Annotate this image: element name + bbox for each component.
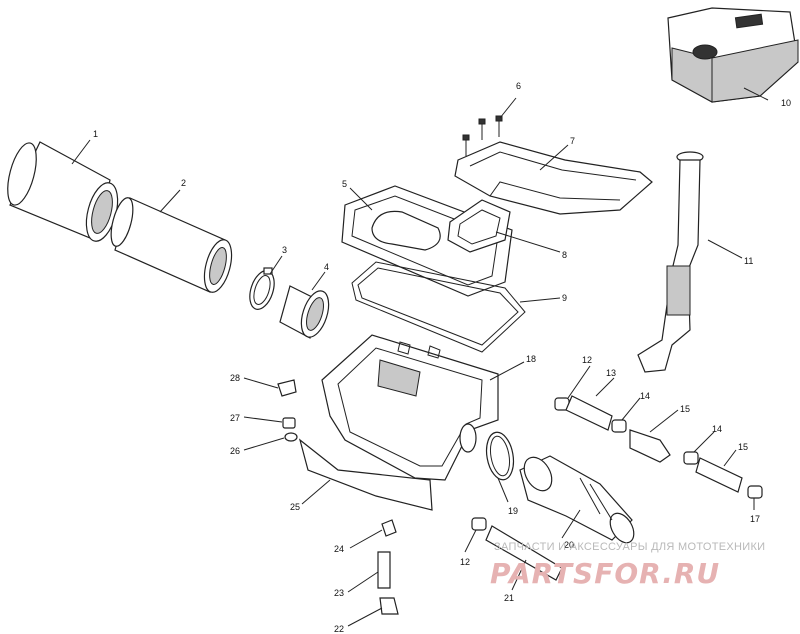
part-8-frame (447, 199, 511, 253)
callout-2: 2 (181, 178, 186, 188)
callout-3: 3 (282, 245, 287, 255)
part-26-washer (284, 432, 298, 442)
callout-28: 28 (230, 373, 240, 383)
callout-5: 5 (342, 179, 347, 189)
part-25-plate (298, 438, 433, 511)
part-19-ring (485, 431, 515, 481)
callout-9: 9 (562, 293, 567, 303)
watermark: ЗАПЧАСТИ И АКСЕССУАРЫ ДЛЯ МОТОТЕХНИКИ PA… (490, 541, 765, 590)
callout-4: 4 (324, 262, 329, 272)
callout-15-lower: 15 (738, 442, 748, 452)
part-22-plug (379, 597, 399, 615)
part-11-intake-tube (637, 151, 704, 373)
callout-20: 20 (564, 540, 574, 550)
leader-lines (71, 87, 769, 627)
part-20-boot (519, 455, 635, 544)
callout-6: 6 (516, 81, 521, 91)
callout-12-upper: 12 (582, 355, 592, 365)
callout-1: 1 (93, 129, 98, 139)
part-21-hose (485, 525, 563, 581)
callout-22: 22 (334, 624, 344, 634)
part-10-silencer (667, 7, 799, 103)
part-6-screws (462, 115, 503, 156)
part-15-hose (695, 457, 743, 493)
callout-15-upper: 15 (680, 404, 690, 414)
callout-14-upper: 14 (640, 391, 650, 401)
callout-25: 25 (290, 502, 300, 512)
callout-21: 21 (504, 593, 514, 603)
part-23-tube (377, 551, 391, 589)
callout-labels: 1 2 3 4 5 6 7 8 9 10 11 18 12 13 14 15 1… (93, 81, 791, 634)
part-18-airbox (321, 334, 499, 481)
callout-27: 27 (230, 413, 240, 423)
hose-assembly-upper (554, 395, 763, 499)
part-15-fitting (629, 429, 671, 463)
part-1-prefilter (7, 141, 119, 242)
part-27-fastener (282, 417, 296, 429)
callout-10: 10 (781, 98, 791, 108)
watermark-tagline: ЗАПЧАСТИ И АКСЕССУАРЫ ДЛЯ МОТОТЕХНИКИ (494, 541, 765, 553)
part-3-clamp (249, 267, 275, 310)
part-7-cover (454, 141, 653, 215)
callout-17: 17 (750, 514, 760, 524)
drain-hardware (277, 379, 399, 615)
callout-26: 26 (230, 446, 240, 456)
callout-14-lower: 14 (712, 424, 722, 434)
callout-23: 23 (334, 588, 344, 598)
part-2-filter-element (110, 197, 233, 293)
watermark-logo: PARTSFOR.RU (490, 557, 720, 590)
hose-assembly-lower (471, 517, 563, 581)
callout-19: 19 (508, 506, 518, 516)
part-13-hose (565, 395, 613, 431)
callout-7: 7 (570, 136, 575, 146)
callout-13: 13 (606, 368, 616, 378)
callout-12-lower: 12 (460, 557, 470, 567)
part-9-gasket (351, 261, 526, 353)
callout-8: 8 (562, 250, 567, 260)
callout-18: 18 (526, 354, 536, 364)
callout-11: 11 (744, 256, 753, 266)
part-4-adapter (279, 285, 330, 339)
callout-24: 24 (334, 544, 344, 554)
part-17-clamp (747, 485, 763, 499)
part-28-clip (277, 379, 297, 397)
part-5-lid (341, 185, 513, 297)
part-24-valve (381, 519, 397, 537)
